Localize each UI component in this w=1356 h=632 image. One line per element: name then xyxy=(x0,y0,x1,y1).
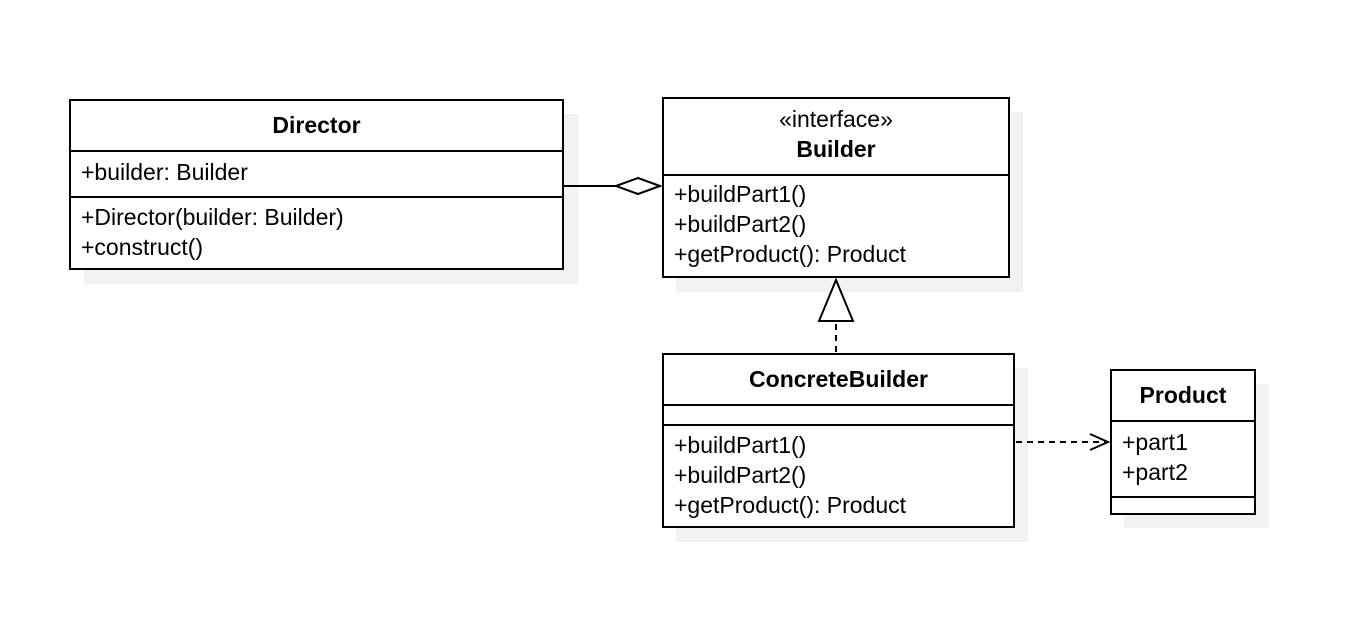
builder-header: «interface» Builder xyxy=(664,99,1008,176)
director-operation: +construct() xyxy=(81,234,204,260)
director-operations: +Director(builder: Builder) +construct() xyxy=(71,198,562,262)
director-attribute: +builder: Builder xyxy=(81,159,248,185)
concrete-builder-operations: +buildPart1() +buildPart2() +getProduct(… xyxy=(664,426,1013,520)
product-attribute: +part1 xyxy=(1122,429,1188,455)
director-name: Director xyxy=(272,112,361,138)
concrete-builder-class[interactable]: ConcreteBuilder +buildPart1() +buildPart… xyxy=(662,353,1015,528)
director-header: Director xyxy=(71,101,562,152)
product-class[interactable]: Product +part1 +part2 xyxy=(1110,369,1256,515)
director-attributes: +builder: Builder xyxy=(71,152,562,198)
concrete-builder-header: ConcreteBuilder xyxy=(664,355,1013,406)
concrete-builder-name: ConcreteBuilder xyxy=(749,366,928,392)
builder-name: Builder xyxy=(796,136,876,162)
builder-operations: +buildPart1() +buildPart2() +getProduct(… xyxy=(664,176,1008,269)
builder-operation: +getProduct(): Product xyxy=(674,241,907,267)
dependency-arrowhead xyxy=(1089,433,1111,451)
director-operation: +Director(builder: Builder) xyxy=(81,204,344,230)
builder-operation: +buildPart2() xyxy=(674,211,807,237)
product-attributes: +part1 +part2 xyxy=(1112,422,1254,498)
builder-interface[interactable]: «interface» Builder +buildPart1() +build… xyxy=(662,97,1010,278)
product-header: Product xyxy=(1112,371,1254,422)
concrete-builder-operation: +buildPart2() xyxy=(674,462,807,488)
director-class[interactable]: Director +builder: Builder +Director(bui… xyxy=(69,99,564,270)
aggregation-diamond xyxy=(613,176,663,196)
realization-arrowhead xyxy=(817,277,855,322)
product-attribute: +part2 xyxy=(1122,459,1188,485)
concrete-builder-attributes xyxy=(664,406,1013,426)
concrete-builder-operation: +buildPart1() xyxy=(674,432,807,458)
concrete-builder-operation: +getProduct(): Product xyxy=(674,492,907,518)
builder-stereotype: «interface» xyxy=(779,106,893,132)
product-name: Product xyxy=(1139,382,1227,408)
builder-operation: +buildPart1() xyxy=(674,181,807,207)
